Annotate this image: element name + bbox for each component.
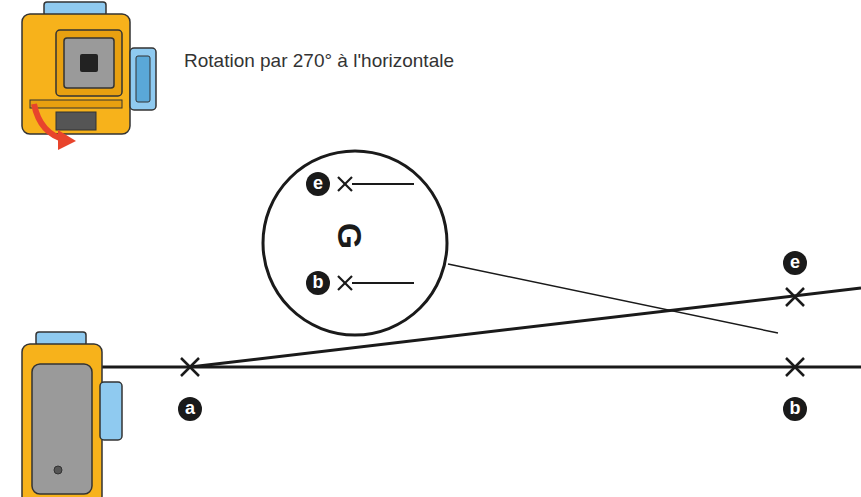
logo-symbol: G <box>333 223 367 249</box>
caption-text: Rotation par 270° à l'horizontale <box>184 50 454 72</box>
callout-letter: b <box>783 397 807 421</box>
laser-top-view <box>22 2 156 150</box>
laser-side-view <box>22 332 122 497</box>
callout-letter: e <box>783 251 807 275</box>
callout-letter: e <box>306 172 330 196</box>
callout-letter: b <box>306 271 330 295</box>
callout-letter: a <box>178 397 202 421</box>
